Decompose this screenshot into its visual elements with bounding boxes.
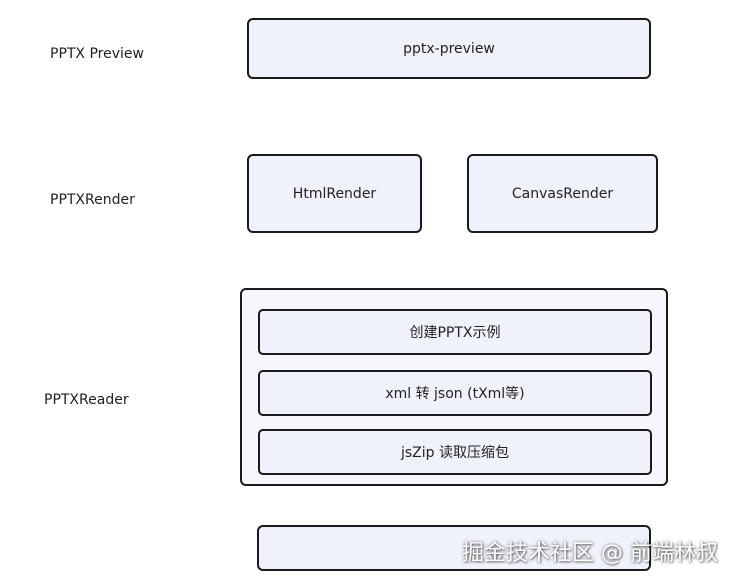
pptx-reader-group: 创建PPTX示例 xml 转 json (tXml等) jsZip 读取压缩包 <box>240 288 668 486</box>
bottom-box <box>257 525 651 571</box>
html-render-box: HtmlRender <box>247 154 422 233</box>
create-pptx-instance-box: 创建PPTX示例 <box>258 309 652 355</box>
layer-label-reader: PPTXReader <box>44 392 129 408</box>
canvas-render-box: CanvasRender <box>467 154 658 233</box>
jszip-read-box: jsZip 读取压缩包 <box>258 429 652 475</box>
layer-label-preview: PPTX Preview <box>50 46 144 62</box>
xml-to-json-box: xml 转 json (tXml等) <box>258 370 652 416</box>
watermark-text: 掘金技术社区 @ 前端林叔 <box>462 541 718 566</box>
pptx-preview-box: pptx-preview <box>247 18 651 79</box>
layer-label-render: PPTXRender <box>50 192 135 208</box>
